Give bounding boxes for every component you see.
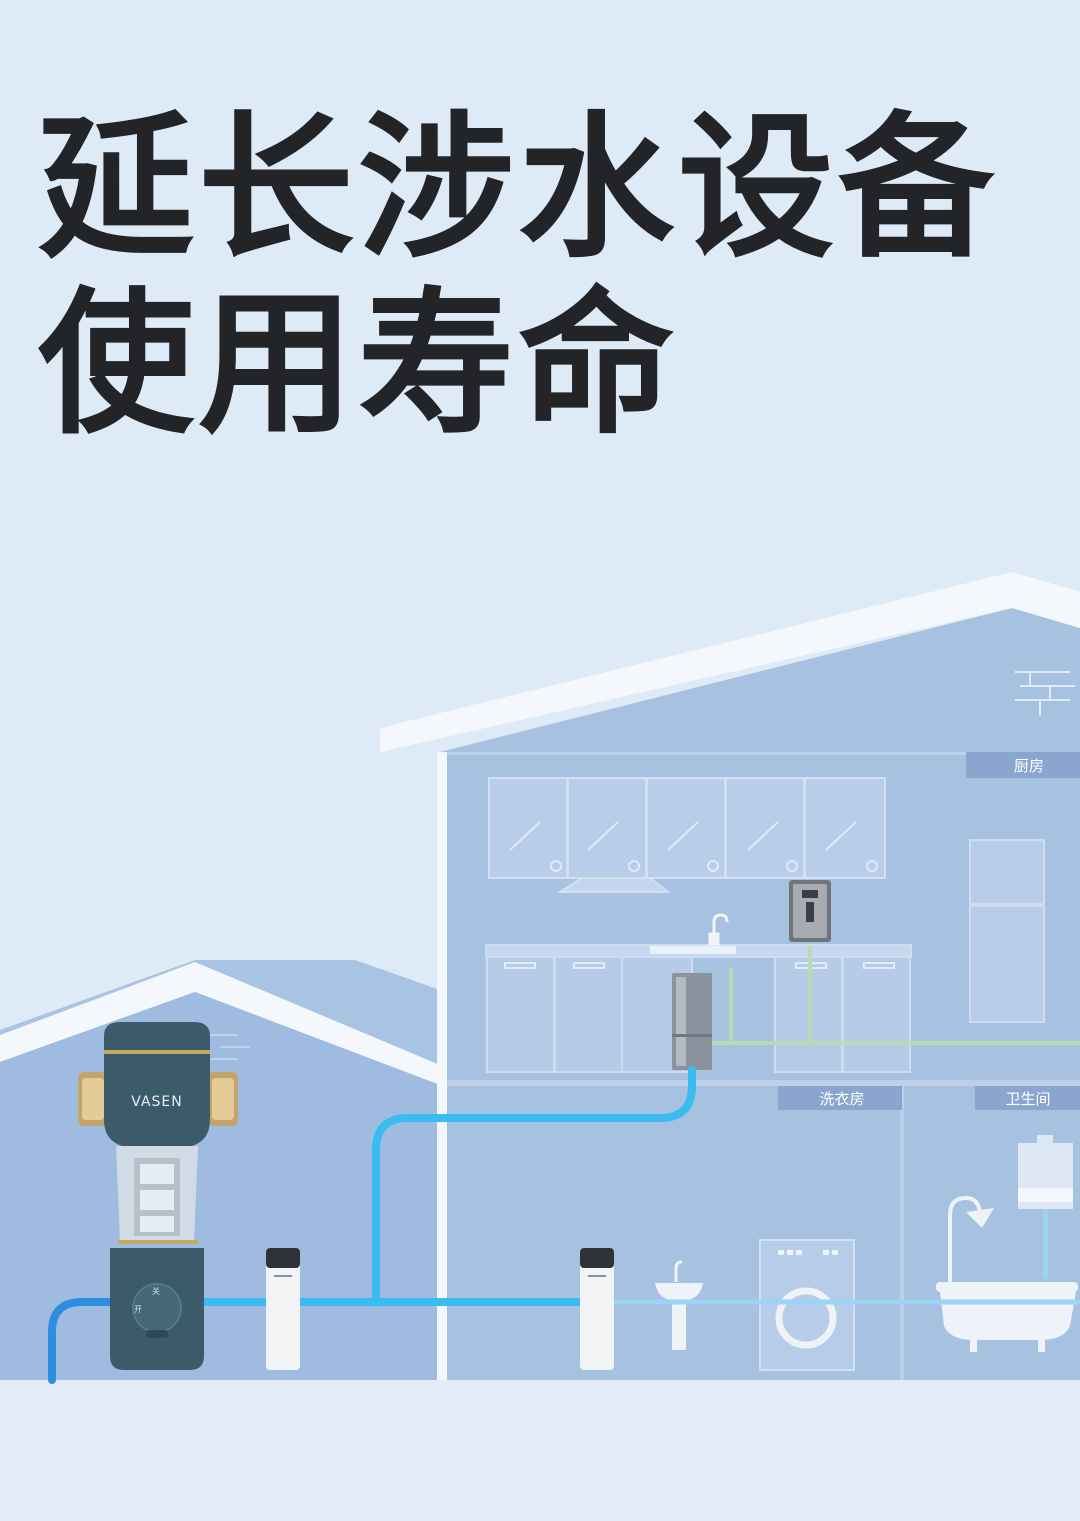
room-label-bathroom: 卫生间 xyxy=(975,1086,1080,1110)
water-heater xyxy=(1018,1135,1073,1279)
headline: 延长涉水设备 使用寿命 xyxy=(38,100,998,452)
room-label-laundry: 洗衣房 xyxy=(778,1086,902,1110)
purified-water-pipes xyxy=(712,946,1080,1045)
kitchen-lower-cabinets xyxy=(485,944,912,1073)
headline-line-1: 延长涉水设备 xyxy=(38,97,998,279)
kitchen-upper-cabinets xyxy=(488,777,886,893)
room-label-kitchen: 厨房 xyxy=(966,752,1080,778)
refrigerator xyxy=(969,839,1045,1023)
product-brand: VASEN xyxy=(131,1094,182,1110)
house-wall-left xyxy=(437,752,447,1380)
softener-tank-right xyxy=(580,1248,614,1370)
knob-label-on: 开 xyxy=(134,1305,142,1314)
bathroom-sink xyxy=(655,1260,703,1350)
left-chimney-bricks xyxy=(210,1034,250,1060)
pre-filter-product: VASEN 关 开 xyxy=(78,1022,238,1370)
headline-line-2: 使用寿命 xyxy=(38,273,678,455)
room-label-laundry-text: 洗衣房 xyxy=(819,1090,864,1108)
washing-machine xyxy=(759,1239,855,1371)
main-roof xyxy=(380,572,1080,752)
left-roof xyxy=(0,962,440,1085)
room-label-kitchen-text: 厨房 xyxy=(1014,757,1044,775)
main-water-pipe xyxy=(48,1066,696,1384)
room-label-bathroom-text: 卫生间 xyxy=(1005,1090,1050,1108)
knob-label-off: 关 xyxy=(152,1286,160,1296)
ground xyxy=(0,1380,1080,1521)
softener-tank-left xyxy=(266,1248,300,1370)
under-sink-purifier xyxy=(672,973,712,1070)
kitchen-faucet xyxy=(708,913,729,946)
countertop-purifier xyxy=(789,880,831,942)
